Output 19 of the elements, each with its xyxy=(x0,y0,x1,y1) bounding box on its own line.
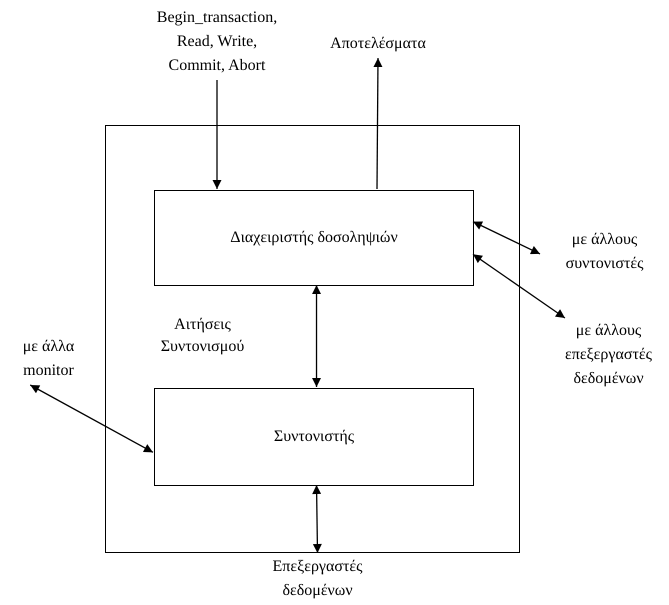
arrow xyxy=(30,384,154,453)
process-box xyxy=(154,190,474,286)
arrow xyxy=(472,254,566,319)
node-label: με άλλα monitor xyxy=(22,337,76,381)
outer-box xyxy=(105,125,520,553)
node-label: με άλλους επεξεργαστές δεδομένων xyxy=(564,321,653,389)
node-label: με άλλους συντονιστές xyxy=(564,230,644,274)
edge-label: Αιτήσεις Συντονισμού xyxy=(160,315,246,357)
arrow xyxy=(312,485,322,553)
box-label: Διαχειριστής δοσοληψιών xyxy=(230,228,398,248)
node-label: Αποτελέσματα xyxy=(330,34,426,54)
arrow xyxy=(312,285,322,387)
process-box xyxy=(154,388,474,486)
node-label: Begin_transaction, Read, Write, Commit, Abort xyxy=(156,8,278,76)
arrow xyxy=(212,80,222,189)
node-label: Επεξεργαστές δεδομένων xyxy=(272,557,364,601)
arrow xyxy=(373,58,382,189)
arrow xyxy=(472,221,540,254)
box-label: Συντονιστής xyxy=(274,427,354,447)
